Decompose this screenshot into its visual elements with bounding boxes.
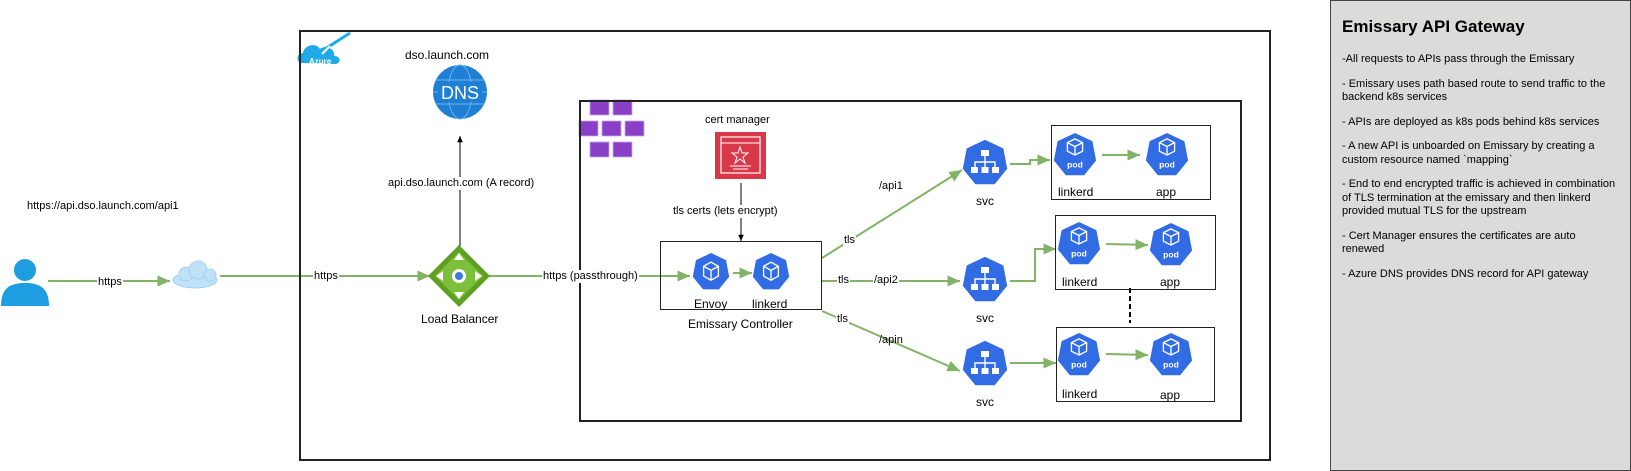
panel-title: Emissary API Gateway [1342, 17, 1525, 36]
emissary-controller-box[interactable] [660, 241, 822, 310]
edge-label-cert: tls certs (lets encrypt) [672, 205, 779, 218]
edge-label-lb-controller: https (passthrough) [542, 270, 639, 283]
pod-group-1-app-label: app [1156, 185, 1177, 199]
edge-pod-app-2 [1105, 239, 1149, 251]
panel-item: - Cert Manager ensures the certificates … [1342, 229, 1576, 256]
pod-icon-text: pod [1159, 159, 1175, 169]
pod-icon-linkerd-3: pod [1056, 331, 1102, 377]
pod-group-1[interactable] [1051, 125, 1211, 200]
linkerd-controller-icon [751, 251, 791, 291]
cert-manager-label: cert manager [705, 114, 770, 126]
pod-group-3-linkerd-label: linkerd [1062, 387, 1098, 401]
edge-pod-app-3 [1105, 349, 1149, 361]
edge-label-tls-2: tls [837, 274, 850, 287]
pod-icon-linkerd-2: pod [1056, 220, 1102, 266]
pod-group-3[interactable] [1056, 327, 1215, 402]
aks-cluster-icon [578, 99, 645, 158]
svc-icon-1 [961, 138, 1009, 186]
edge-label-path-1: /api1 [879, 180, 903, 192]
panel-item: - Azure DNS provides DNS record for API … [1342, 267, 1589, 280]
pod-group-3-app-label: app [1160, 388, 1181, 402]
pod-icon-linkerd-1: pod [1052, 131, 1098, 177]
load-balancer-label: Load Balancer [421, 312, 499, 326]
edge-label-path-3: /apin [879, 334, 903, 346]
pod-group-2[interactable] [1055, 215, 1216, 290]
panel-item: - Emissary uses path based route to send… [1342, 77, 1606, 104]
pod-icon-text: pod [1163, 249, 1179, 259]
dns-host-label: dso.launch.com [405, 48, 490, 62]
svc-icon-2 [961, 255, 1009, 303]
pod-icon-app-3: pod [1148, 331, 1194, 377]
cert-manager-icon [715, 132, 766, 179]
user-icon [1, 259, 49, 306]
pod-group-1-linkerd-label: linkerd [1058, 185, 1094, 199]
edge-label-user-cloud: https [97, 276, 123, 289]
svc-label-3: svc [976, 395, 994, 409]
azure-cloud-icon [297, 31, 351, 64]
dns-icon: DNS [433, 64, 487, 120]
svc-label-2: svc [976, 311, 994, 325]
dns-icon-text: DNS [441, 83, 479, 103]
panel-item: - End to end encrypted traffic is achiev… [1342, 178, 1616, 217]
url-label: https://api.dso.launch.com/api1 [27, 200, 179, 212]
panel-item: - APIs are deployed as k8s pods behind k… [1342, 115, 1600, 128]
panel-list: -All requests to APIs pass through the E… [1342, 53, 1620, 281]
pod-icon-text: pod [1071, 359, 1087, 369]
pod-group-2-linkerd-label: linkerd [1062, 275, 1098, 289]
edge-label-path-2: /api2 [873, 274, 899, 287]
envoy-icon [691, 251, 731, 291]
panel-item: -All requests to APIs pass through the E… [1342, 53, 1575, 65]
edge-label-tls-1: tls [843, 234, 856, 247]
linkerd-controller-label: linkerd [752, 297, 788, 311]
emissary-controller-label: Emissary Controller [688, 317, 793, 331]
cloud-icon [172, 260, 218, 289]
pod-icon-text: pod [1067, 159, 1083, 169]
svc-label-1: svc [976, 194, 994, 208]
pod-group-2-app-label: app [1160, 275, 1181, 289]
edge-label-lb-dns: api.dso.launch.com (A record) [387, 177, 536, 190]
description-panel: Emissary API Gateway -All requests to AP… [1330, 0, 1631, 471]
edge-label-tls-3: tls [836, 313, 849, 326]
edge-svc2-group2 [1010, 243, 1056, 282]
pod-icon-app-1: pod [1144, 131, 1190, 177]
pod-icon-text: pod [1163, 359, 1179, 369]
load-balancer-icon [428, 245, 490, 307]
azure-badge-label: Azure [309, 57, 332, 66]
panel-item: - A new API is unboarded on Emissary by … [1342, 140, 1595, 166]
svc-icon-3 [961, 339, 1009, 387]
edge-label-cloud-lb: https [313, 270, 339, 283]
pod-icon-app-2: pod [1148, 221, 1194, 267]
envoy-label: Envoy [694, 297, 728, 311]
pod-icon-text: pod [1071, 248, 1087, 258]
edge-svc1-group1 [1010, 154, 1050, 166]
